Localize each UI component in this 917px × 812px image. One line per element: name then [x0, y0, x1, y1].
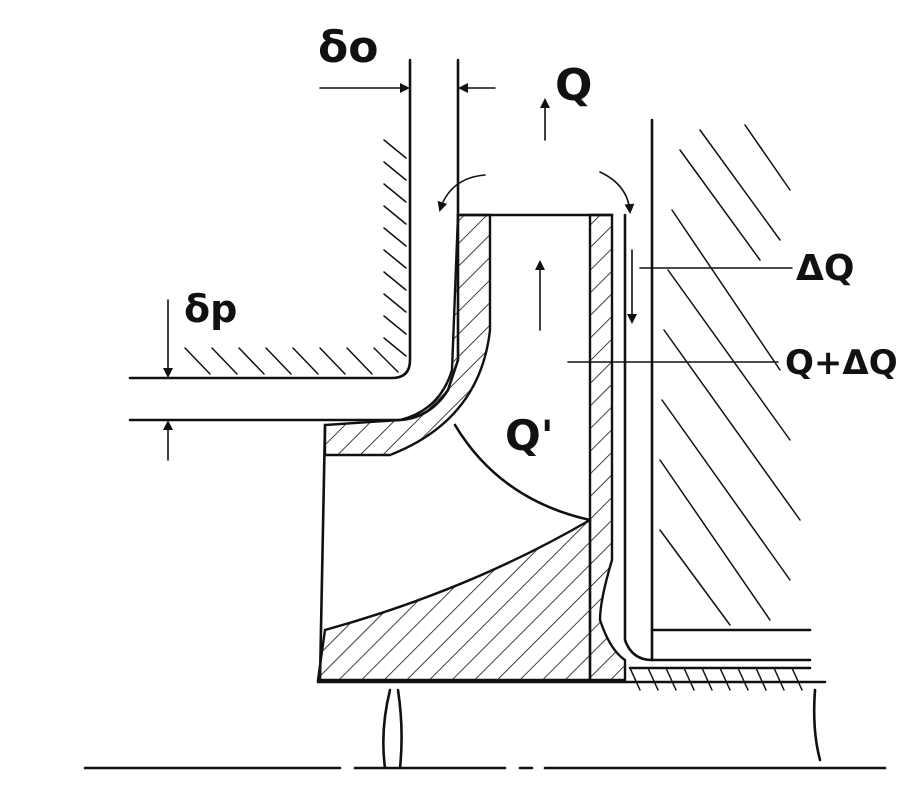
label-flow-q: Q	[555, 60, 592, 111]
rear-gap-channel	[623, 213, 822, 762]
label-delta-o: δo	[318, 22, 378, 73]
leader-lines	[567, 267, 793, 363]
label-flow-q-prime: Q'	[505, 411, 554, 460]
label-flow-q-plus-dq: Q+ΔQ	[785, 343, 898, 383]
label-delta-p: δp	[184, 287, 237, 331]
casing-left-wall	[128, 58, 412, 380]
casing-right-wall	[650, 118, 812, 662]
shaft	[382, 688, 403, 770]
flow-arrows	[437, 98, 637, 331]
impeller-body	[316, 213, 827, 684]
label-flow-dq: ΔQ	[796, 248, 854, 289]
